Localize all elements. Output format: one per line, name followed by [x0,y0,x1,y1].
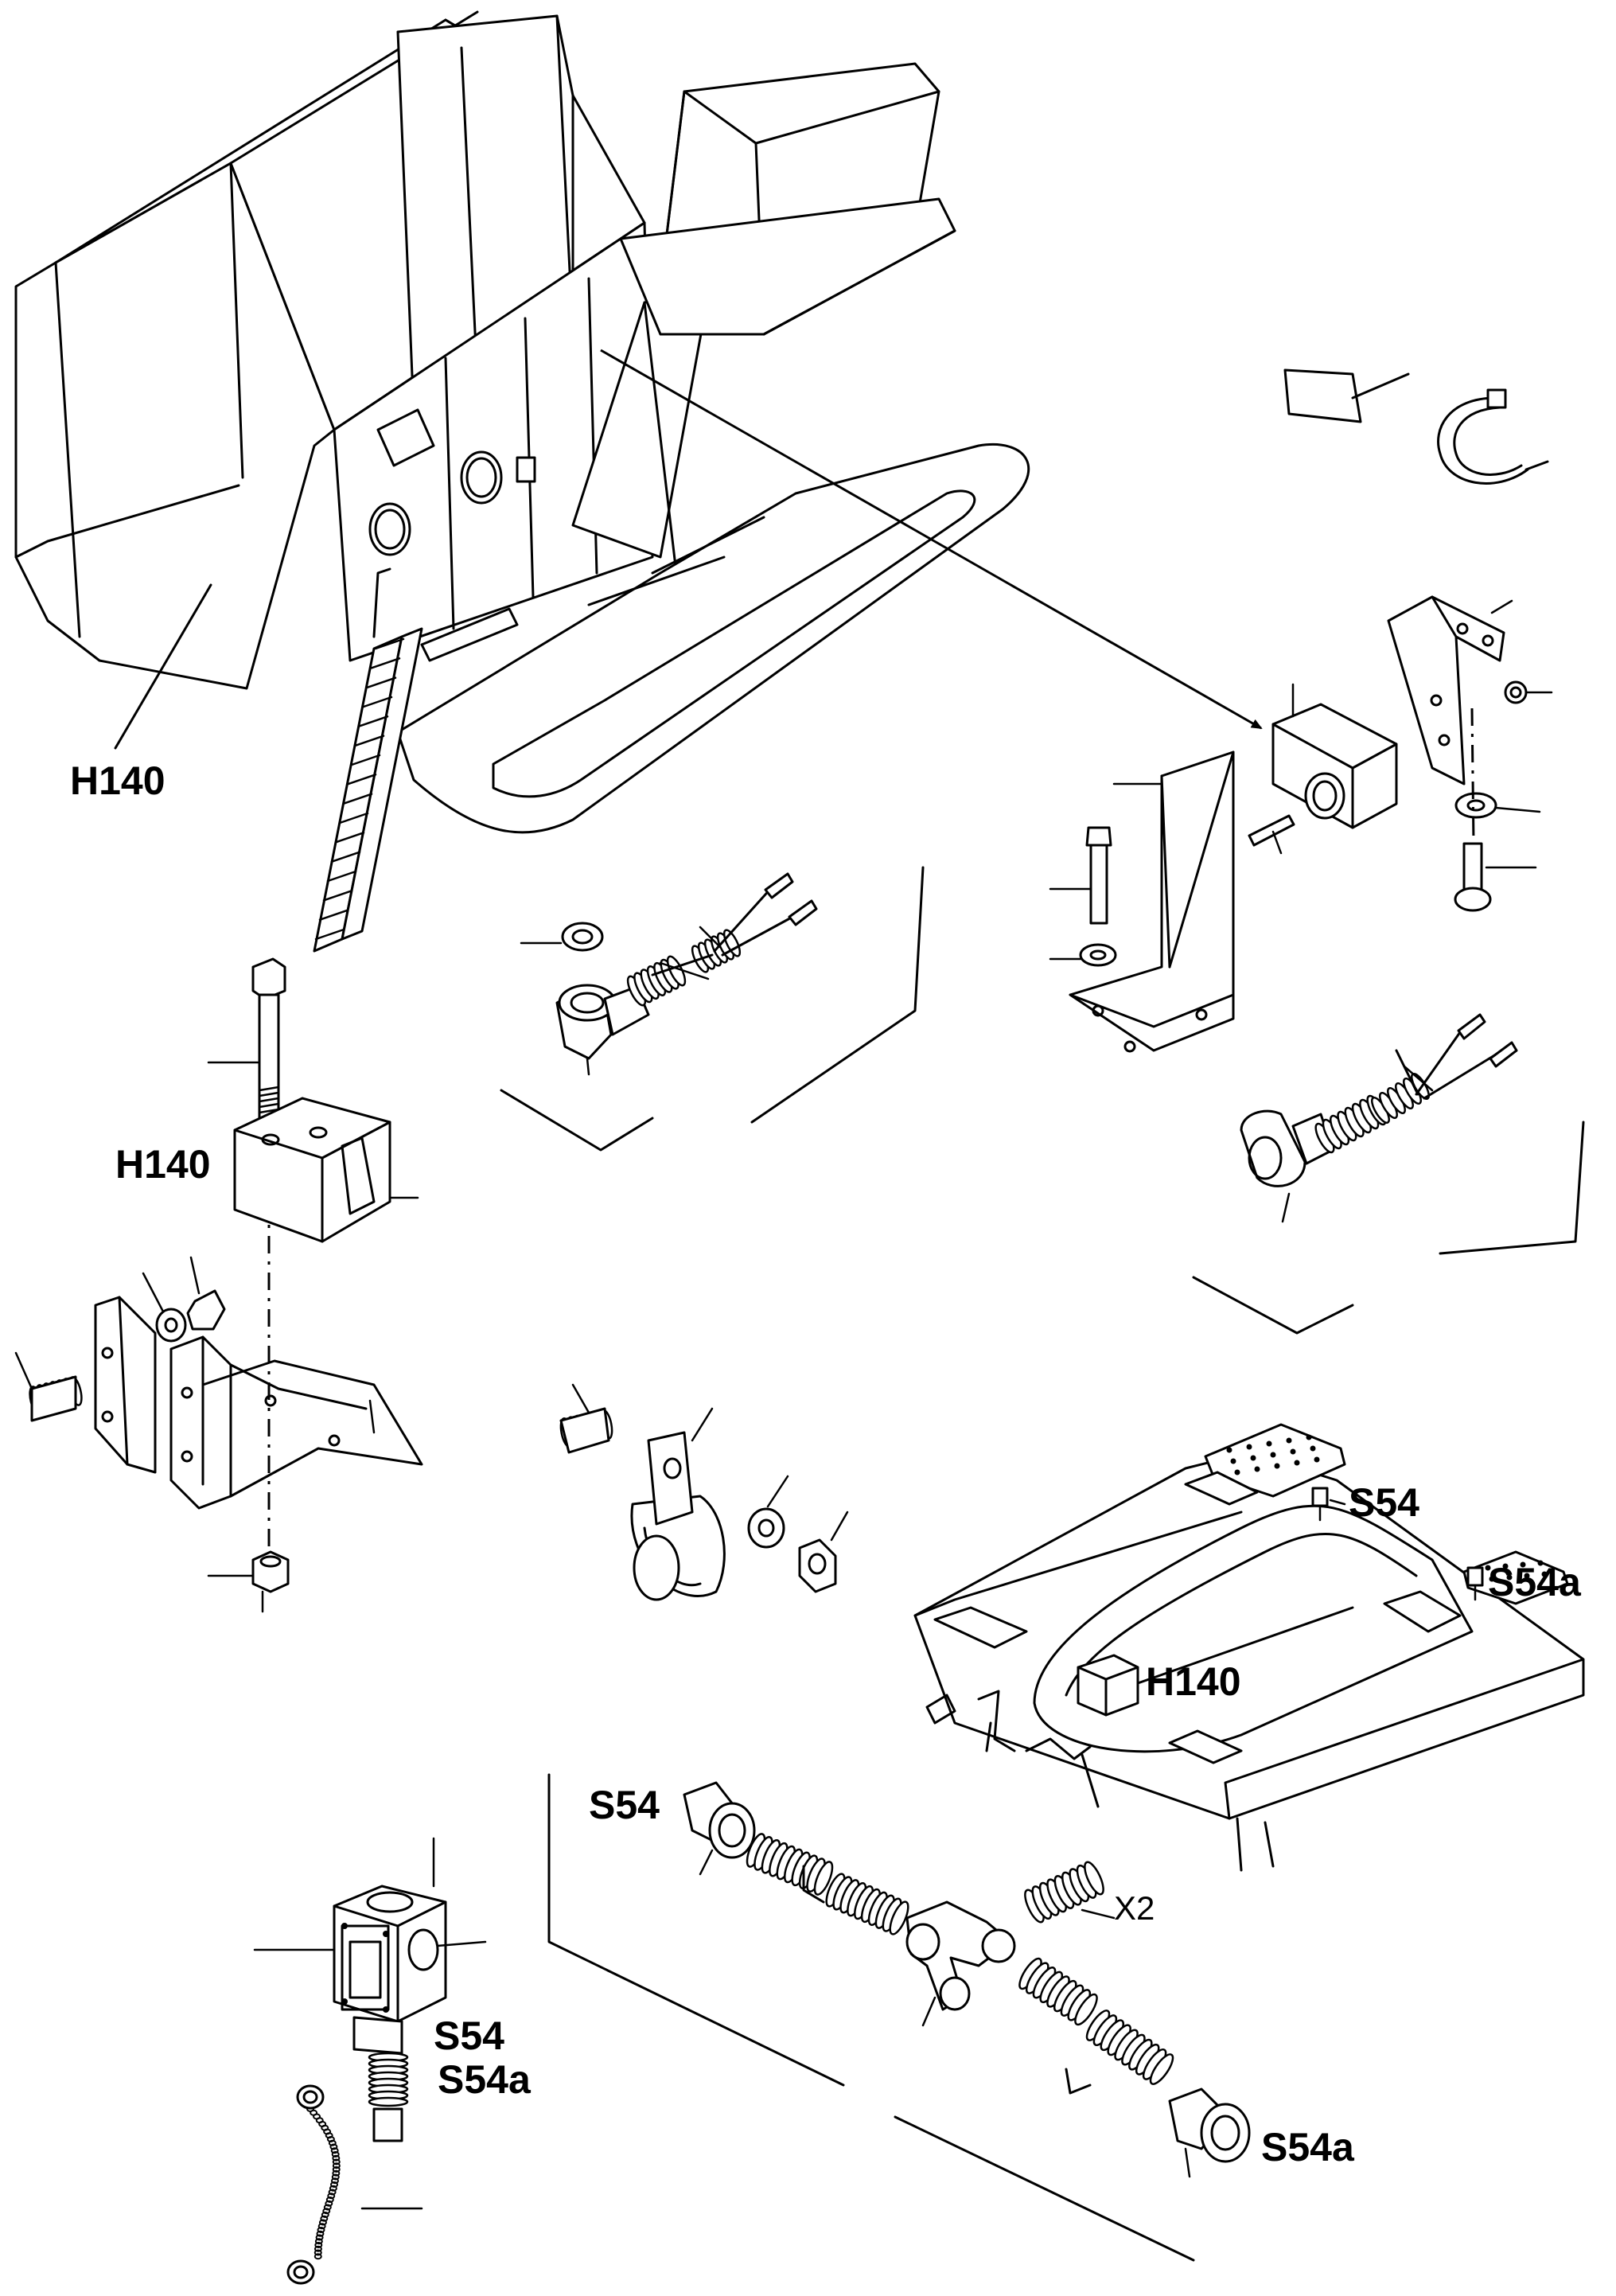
chassis-frame: H140 S54 S54a [913,1423,1585,1872]
label-s54-frame: S54 [1349,1480,1419,1525]
clamp-assembly [559,1383,849,1601]
right-panel-outline [1192,1121,1585,1335]
centre-panel-outline [500,866,925,1152]
label-h140-frame: H140 [1146,1659,1241,1704]
label-s54a-switch: S54a [438,2057,532,2102]
label-h140-block: H140 [115,1142,211,1187]
label-s54a-harness: S54a [1261,2125,1355,2169]
label-h140-excavator: H140 [70,758,165,803]
switch-bracket-assembly [1049,595,1553,1053]
h140-mount-assembly: H140 [14,957,423,1613]
label-s54-switch: S54 [434,2013,504,2058]
sensor-harness: S54 X2 S54a [547,1773,1355,2262]
elbow-connector [520,872,818,1076]
label-x2: X2 [1114,1889,1155,1927]
label-s54a-frame: S54a [1488,1560,1582,1604]
right-cable-connector [1240,1013,1518,1223]
excavator-illustration [14,10,1263,953]
proximity-switch: S54 S54a [253,1837,532,2285]
label-s54-harness: S54 [589,1783,660,1827]
callout-h140-excavator: H140 [70,583,212,803]
cable-tie-part [1283,368,1549,485]
